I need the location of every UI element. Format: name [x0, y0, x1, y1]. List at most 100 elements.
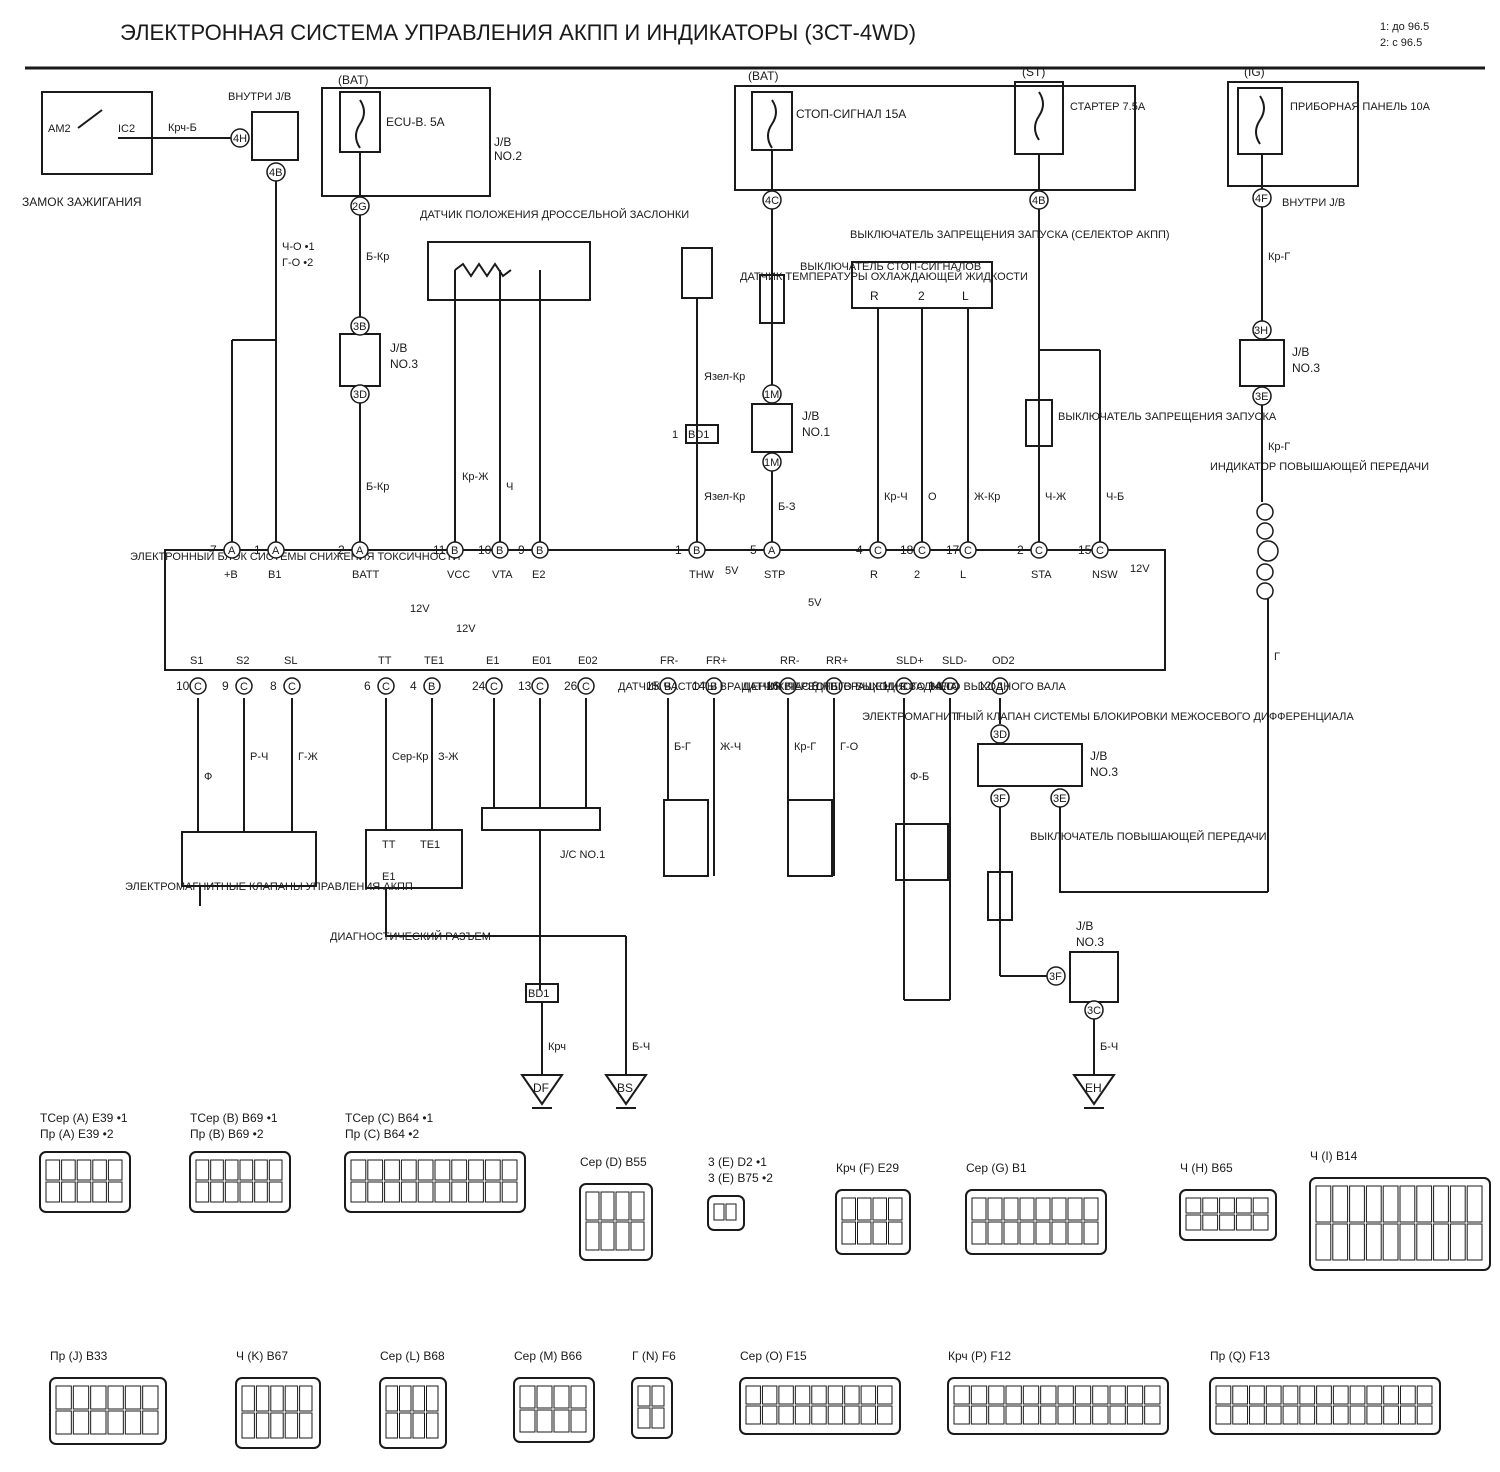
svg-text:A: A	[996, 681, 1004, 693]
svg-text:(ST): (ST)	[1022, 65, 1045, 79]
svg-text:3H: 3H	[1254, 325, 1268, 337]
svg-text:Б-Кр: Б-Кр	[366, 251, 389, 263]
svg-text:ECU-B. 5A: ECU-B. 5A	[386, 115, 445, 129]
svg-text:2G: 2G	[352, 201, 367, 213]
svg-text:7: 7	[210, 543, 217, 557]
legend-1: 1: до 96.5	[1380, 21, 1429, 33]
svg-text:J/B: J/B	[1090, 749, 1107, 763]
svg-text:Кр-Ч: Кр-Ч	[884, 491, 908, 503]
svg-text:ТСер (C) B64 •1: ТСер (C) B64 •1	[345, 1111, 434, 1125]
svg-text:4B: 4B	[269, 167, 282, 179]
svg-text:J/B: J/B	[1292, 345, 1309, 359]
svg-text:FR+: FR+	[706, 655, 727, 667]
svg-text:RR-: RR-	[780, 655, 800, 667]
svg-text:R: R	[870, 289, 879, 303]
svg-text:Крч-Б: Крч-Б	[168, 122, 197, 134]
svg-text:Сер (D) B55: Сер (D) B55	[580, 1155, 647, 1169]
svg-text:SLD+: SLD+	[896, 655, 924, 667]
svg-text:BATT: BATT	[352, 569, 380, 581]
svg-text:1: 1	[254, 543, 261, 557]
svg-text:Ф-Б: Ф-Б	[910, 771, 929, 783]
svg-text:S2: S2	[236, 655, 249, 667]
svg-text:Б-Г: Б-Г	[674, 741, 691, 753]
svg-text:Пр (B) B69 •2: Пр (B) B69 •2	[190, 1127, 264, 1141]
solenoid-valves: ЭЛЕКТРОМАГНИТНЫЕ КЛАПАНЫ УПРАВЛЕНИЯ АКПП	[125, 831, 413, 893]
svg-text:B: B	[830, 681, 837, 693]
svg-text:4: 4	[410, 679, 417, 693]
start-inhibit-switch: ВЫКЛЮЧАТЕЛЬ ЗАПРЕЩЕНИЯ ЗАПУСКА (СЕЛЕКТОР…	[850, 229, 1170, 309]
svg-text:9: 9	[222, 679, 229, 693]
svg-text:3C: 3C	[1087, 1005, 1101, 1017]
connector-view: Сер (L) B68	[379, 1349, 447, 1449]
svg-text:Кр-Ж: Кр-Ж	[462, 471, 488, 483]
svg-text:OD2: OD2	[992, 655, 1015, 667]
svg-text:9: 9	[518, 543, 525, 557]
svg-text:NO.3: NO.3	[1076, 935, 1104, 949]
svg-text:C: C	[946, 681, 954, 693]
svg-text:ЭЛЕКТРОМАГНИТНЫЙ КЛАПАН СИСТЕМ: ЭЛЕКТРОМАГНИТНЫЙ КЛАПАН СИСТЕМЫ БЛОКИРОВ…	[862, 710, 1354, 723]
ground-bs: BS	[604, 1074, 648, 1109]
svg-text:Язел-Кр: Язел-Кр	[704, 371, 745, 383]
svg-text:10: 10	[478, 543, 492, 557]
diff-lock-solenoid: ЭЛЕКТРОМАГНИТНЫЙ КЛАПАН СИСТЕМЫ БЛОКИРОВ…	[862, 710, 1354, 881]
svg-text:Б-З: Б-З	[778, 501, 796, 513]
svg-text:C: C	[194, 681, 202, 693]
connector-view: Крч (P) F12	[947, 1349, 1169, 1435]
svg-text:B1: B1	[268, 569, 281, 581]
svg-text:Ч-Б: Ч-Б	[1106, 491, 1124, 503]
svg-text:(BAT): (BAT)	[748, 69, 778, 83]
svg-text:J/B: J/B	[494, 135, 511, 149]
svg-text:Пр (C) B64 •2: Пр (C) B64 •2	[345, 1127, 420, 1141]
svg-text:E02: E02	[578, 655, 598, 667]
svg-text:ВНУТРИ J/B: ВНУТРИ J/B	[1282, 197, 1345, 209]
svg-text:СТОП-СИГНАЛ 15A: СТОП-СИГНАЛ 15A	[796, 107, 906, 121]
svg-text:NO.3: NO.3	[1292, 361, 1320, 375]
svg-text:STA: STA	[1031, 569, 1052, 581]
svg-text:Г: Г	[1274, 651, 1280, 663]
svg-text:10: 10	[176, 679, 190, 693]
svg-text:J/B: J/B	[1076, 919, 1093, 933]
svg-text:4C: 4C	[765, 195, 779, 207]
jc1-junction	[481, 807, 601, 831]
svg-text:A: A	[356, 545, 364, 557]
svg-text:1M: 1M	[764, 389, 779, 401]
svg-text:C: C	[582, 681, 590, 693]
svg-text:AM2: AM2	[48, 123, 71, 135]
od-indicator-lamp	[1257, 540, 1279, 562]
svg-text:Ч (I) B14: Ч (I) B14	[1310, 1149, 1358, 1163]
svg-text:Ж-Кр: Ж-Кр	[974, 491, 1000, 503]
svg-text:14: 14	[928, 679, 942, 693]
svg-text:11: 11	[433, 543, 446, 557]
svg-text:Сер (M) B66: Сер (M) B66	[514, 1349, 582, 1363]
svg-text:C: C	[1035, 545, 1043, 557]
connector-view: ТСер (C) B64 •1 Пр (C) B64 •2	[344, 1111, 526, 1213]
connector-view: Пр (Q) F13	[1209, 1349, 1441, 1435]
connector-view: Ч (I) B14	[1309, 1149, 1491, 1271]
svg-text:Г (N) F6: Г (N) F6	[632, 1349, 676, 1363]
svg-text:Б-Ч: Б-Ч	[632, 1041, 650, 1053]
svg-text:4: 4	[856, 543, 863, 557]
svg-text:6: 6	[364, 679, 371, 693]
connector-view: ТСер (B) B69 •1Пр (B) B69 •2	[189, 1111, 291, 1213]
svg-text:13: 13	[518, 679, 532, 693]
svg-text:18: 18	[900, 543, 914, 557]
svg-text:Ф: Ф	[204, 771, 212, 783]
svg-text:1M: 1M	[764, 457, 779, 469]
svg-text:ВЫКЛЮЧАТЕЛЬ ПОВЫШАЮЩЕЙ ПЕРЕДАЧ: ВЫКЛЮЧАТЕЛЬ ПОВЫШАЮЩЕЙ ПЕРЕДАЧИ	[1030, 830, 1267, 843]
